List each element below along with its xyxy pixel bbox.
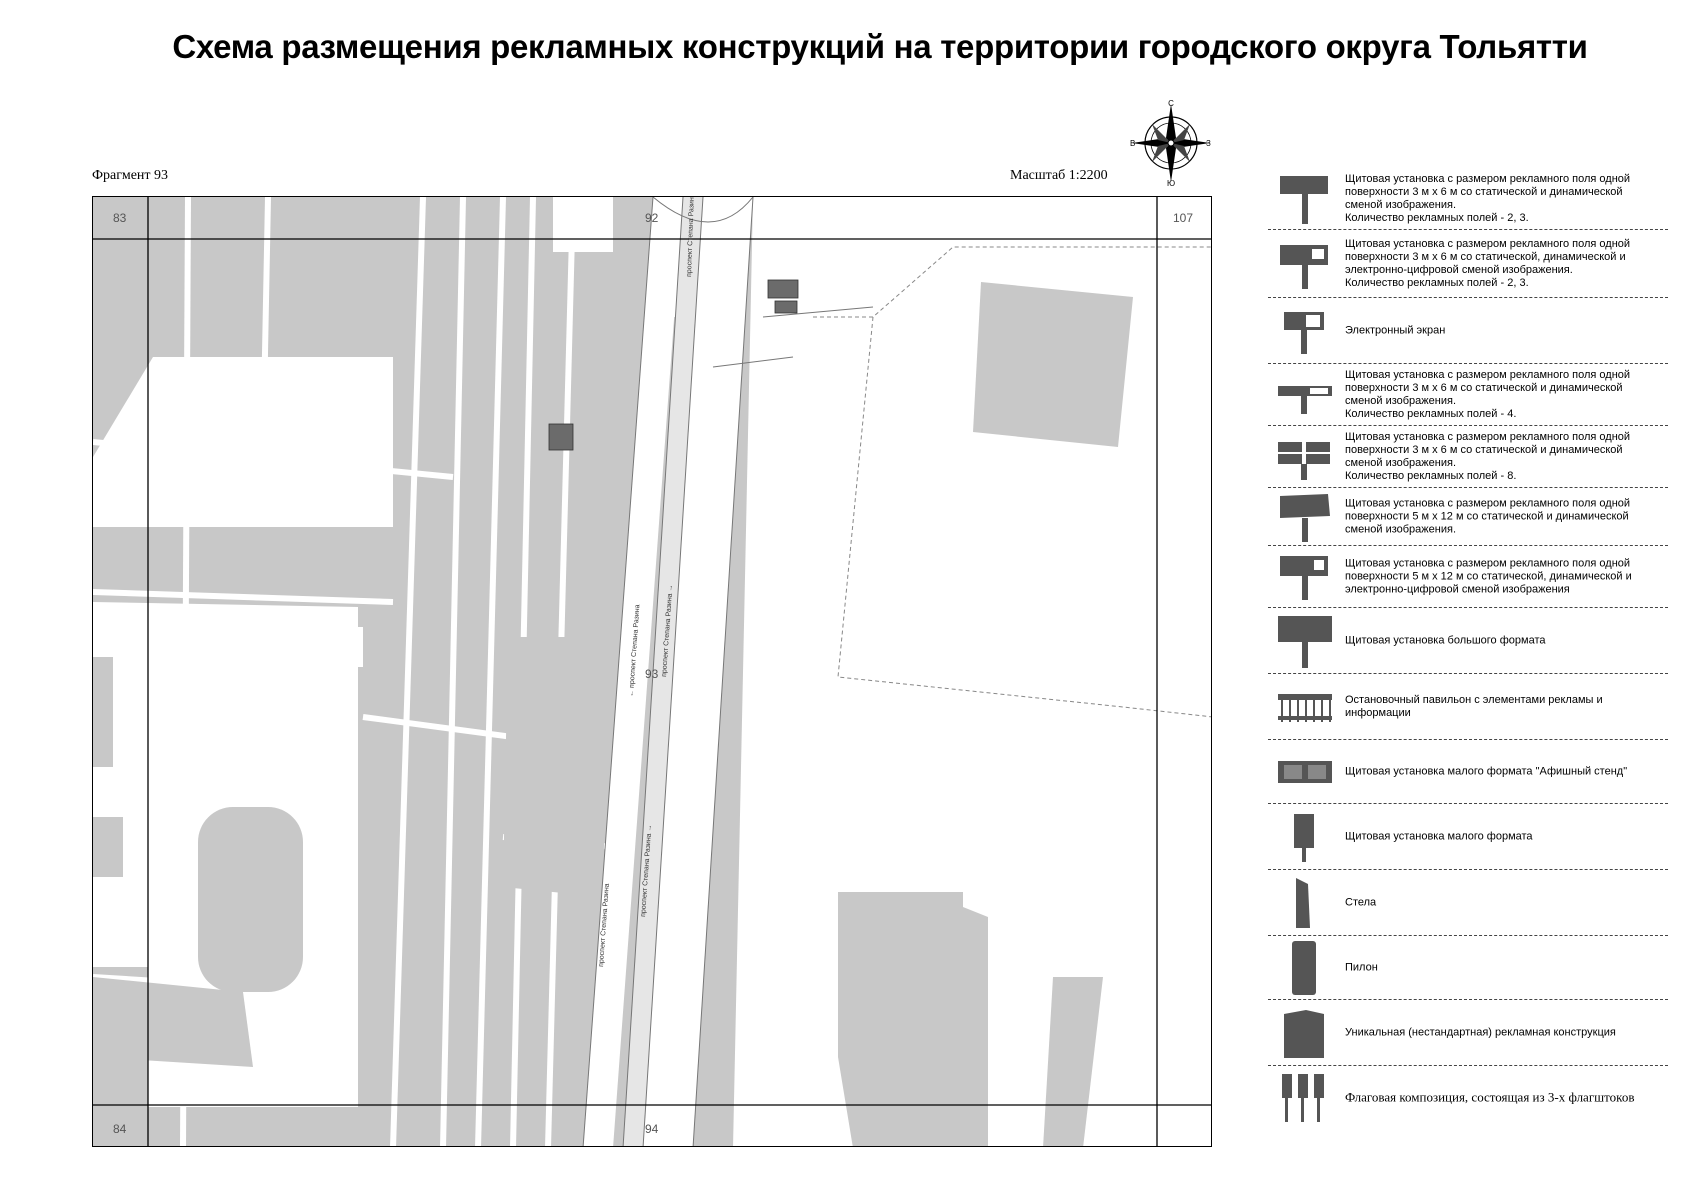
legend-item: Щитовая установка большого формата	[1268, 608, 1668, 674]
legend-text: Щитовая установка с размером рекламного …	[1345, 237, 1631, 289]
legend-item: Остановочный павильон с элементами рекла…	[1268, 674, 1668, 740]
small-format-billboard-icon	[1294, 813, 1314, 862]
legend-item: Щитовая установка с размером рекламного …	[1268, 426, 1668, 488]
cell-number-92: 92	[645, 211, 659, 225]
legend-item: Щитовая установка малого формата	[1268, 804, 1668, 870]
cell-number-93: 93	[645, 667, 659, 681]
compass-south: Ю	[1167, 179, 1175, 186]
legend-text: Щитовая установка с размером рекламного …	[1345, 497, 1631, 535]
bus-stop-pavilion-icon	[1278, 693, 1332, 722]
legend-text: Уникальная (нестандартная) рекламная кон…	[1345, 1026, 1616, 1038]
legend-item: Стела	[1268, 870, 1668, 936]
flag-composition-icon	[1282, 1074, 1324, 1122]
stele-icon	[1296, 877, 1310, 928]
legend-text: Щитовая установка с размером рекламного …	[1345, 172, 1631, 224]
poster-stand-icon	[1278, 760, 1332, 783]
scale-label: Масштаб 1:2200	[1010, 168, 1108, 183]
legend-text: Остановочный павильон с элементами рекла…	[1345, 693, 1603, 719]
legend-item: Щитовая установка с размером рекламного …	[1268, 168, 1668, 230]
legend-text: Пилон	[1345, 961, 1378, 973]
billboard-5x12-digital-icon	[1280, 555, 1328, 600]
legend: Щитовая установка с размером рекламного …	[1268, 168, 1668, 1128]
pylon-icon	[1292, 940, 1316, 995]
cell-number-107: 107	[1173, 211, 1194, 225]
billboard-3x6-digital-icon	[1280, 244, 1328, 289]
cell-number-83: 83	[113, 211, 127, 225]
map-frame[interactable]: проспект Степана Разина ← проспект Степа…	[92, 196, 1212, 1147]
legend-text: Щитовая установка с размером рекламного …	[1345, 557, 1632, 595]
compass-rose-icon: С Ю В З	[1130, 100, 1211, 186]
legend-item: Щитовая установка с размером рекламного …	[1268, 364, 1668, 426]
legend-item: Щитовая установка с размером рекламного …	[1268, 546, 1668, 608]
legend-item: Электронный экран	[1268, 298, 1668, 364]
billboard-8-fields-icon	[1278, 441, 1330, 480]
billboard-3x6-icon	[1280, 175, 1328, 224]
compass-east: З	[1206, 139, 1211, 148]
compass-north: С	[1168, 100, 1174, 108]
legend-text: Электронный экран	[1345, 324, 1446, 336]
legend-item: Щитовая установка с размером рекламного …	[1268, 488, 1668, 546]
legend-text: Щитовая установка большого формата	[1345, 634, 1546, 646]
page-title: Схема размещения рекламных конструкций н…	[172, 28, 1588, 65]
compass-west: В	[1130, 139, 1135, 148]
map-canvas: проспект Степана Разина ← проспект Степа…	[93, 197, 1211, 1146]
legend-item: Щитовая установка с размером рекламного …	[1268, 230, 1668, 298]
legend-item: Флаговая композиция, состоящая из 3-х фл…	[1268, 1066, 1668, 1128]
electronic-screen-icon	[1284, 311, 1324, 354]
legend-text: Щитовая установка малого формата	[1345, 830, 1533, 842]
fragment-label: Фрагмент 93	[92, 168, 169, 183]
unique-structure-icon	[1284, 1009, 1324, 1058]
large-format-billboard-icon	[1278, 615, 1332, 668]
street-label: проспект Степана Разина	[686, 197, 696, 277]
legend-text: Стела	[1345, 896, 1377, 908]
billboard-4-fields-icon	[1278, 385, 1332, 414]
legend-text: Щитовая установка с размером рекламного …	[1345, 368, 1631, 420]
cell-number-84: 84	[113, 1122, 127, 1136]
legend-text: Щитовая установка малого формата "Афишны…	[1345, 765, 1628, 777]
legend-item: Щитовая установка малого формата "Афишны…	[1268, 740, 1668, 804]
legend-item: Уникальная (нестандартная) рекламная кон…	[1268, 1000, 1668, 1066]
legend-text: Флаговая композиция, состоящая из 3-х фл…	[1345, 1089, 1635, 1105]
legend-item: Пилон	[1268, 936, 1668, 1000]
cell-number-94: 94	[645, 1122, 659, 1136]
billboard-5x12-icon	[1280, 493, 1330, 542]
legend-text: Щитовая установка с размером рекламного …	[1345, 430, 1631, 482]
